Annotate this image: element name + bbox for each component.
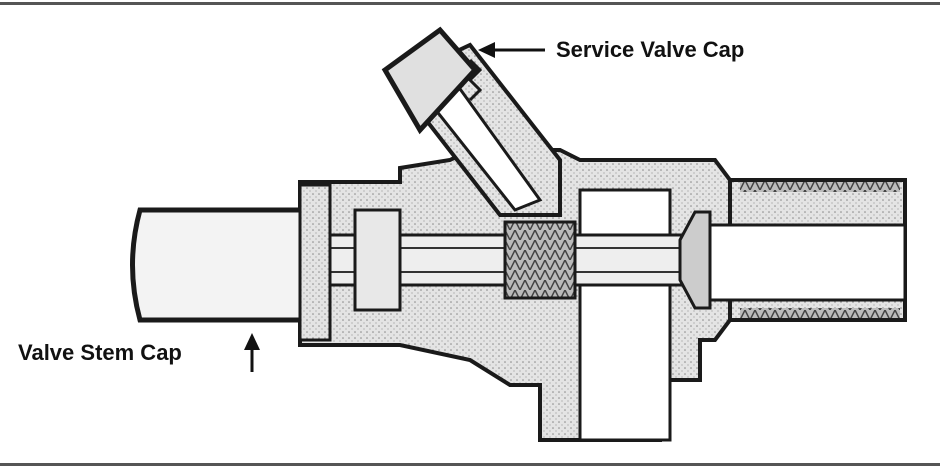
bottom-border: [0, 463, 940, 466]
service-cap-arrow: [478, 42, 545, 58]
service-valve-cap-label: Service Valve Cap: [556, 37, 745, 62]
top-border: [0, 2, 940, 5]
valve-stem-cap: [130, 183, 332, 342]
threaded-outlet: [698, 178, 907, 322]
valve-stem-cap-label: Valve Stem Cap: [18, 340, 182, 365]
stem-cap-arrow: [244, 333, 260, 372]
outlet-port: [578, 188, 672, 442]
packing-nut: [353, 208, 402, 312]
service-valve-cap: [381, 26, 483, 135]
valve-seat: [678, 210, 712, 310]
stem-thread: [503, 220, 577, 300]
